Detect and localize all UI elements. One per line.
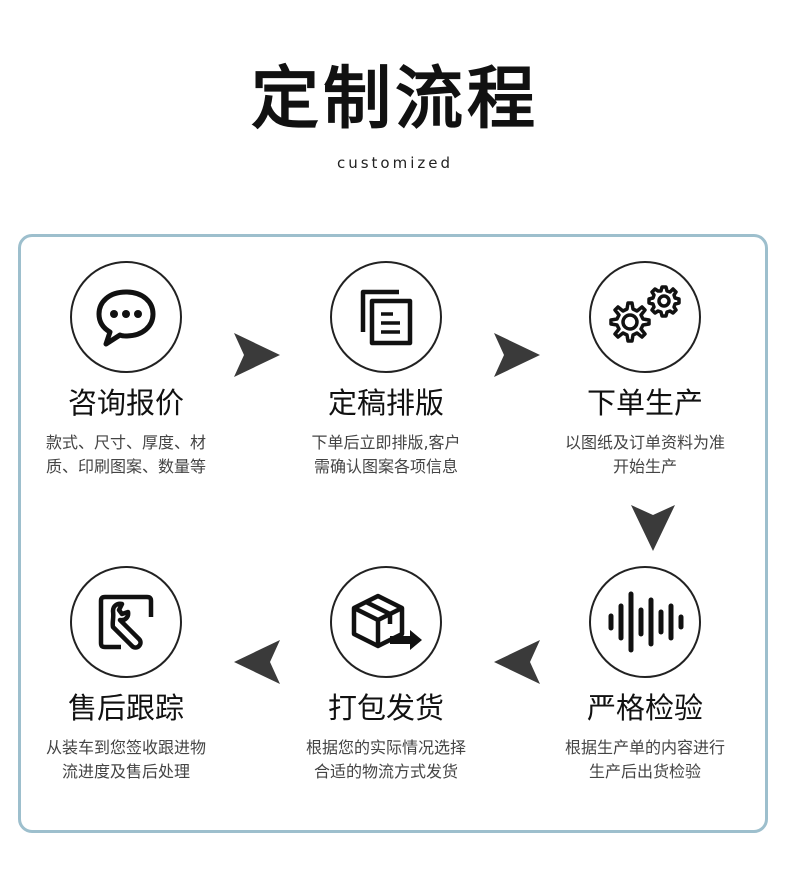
step-icon-circle	[70, 566, 182, 678]
step-title: 严格检验	[586, 691, 703, 725]
page-title: 定制流程	[250, 60, 539, 139]
step-description: 根据生产单的内容进行生产后出货检验	[565, 738, 726, 782]
step-after-sales: 售后跟踪 从装车到您签收跟进物流进度及售后处理	[11, 566, 241, 784]
step-description: 根据您的实际情况选择合适的物流方式发货	[306, 738, 467, 782]
step-description: 从装车到您签收跟进物流进度及售后处理	[46, 738, 207, 782]
step-description: 下单后立即排版,客户需确认图案各项信息	[311, 433, 461, 477]
step-finalize-layout: 定稿排版 下单后立即排版,客户需确认图案各项信息	[271, 261, 501, 479]
gears-icon	[609, 285, 681, 343]
step-icon-circle	[70, 261, 182, 373]
wrench-icon	[98, 594, 154, 650]
step-order-production: 下单生产 以图纸及订单资料为准开始生产	[530, 261, 760, 479]
step-title: 售后跟踪	[67, 691, 184, 725]
step-title: 下单生产	[586, 386, 703, 420]
step-pack-ship: 打包发货 根据您的实际情况选择合适的物流方式发货	[271, 566, 501, 784]
package-arrow-icon	[351, 593, 422, 650]
arrow-left-icon	[494, 640, 540, 684]
arrow-right-icon	[494, 333, 540, 377]
step-icon-circle	[589, 261, 701, 373]
step-title: 打包发货	[327, 691, 444, 725]
page-subtitle: customized	[336, 154, 454, 172]
step-strict-inspection: 严格检验 根据生产单的内容进行生产后出货检验	[530, 566, 760, 784]
arrow-right-icon	[234, 333, 280, 377]
process-panel	[18, 234, 768, 833]
step-icon-circle	[589, 566, 701, 678]
documents-icon	[360, 289, 413, 346]
step-icon-circle	[330, 566, 442, 678]
step-title: 定稿排版	[327, 386, 444, 420]
arrow-left-icon	[234, 640, 280, 684]
step-icon-circle	[330, 261, 442, 373]
arrow-down-icon	[631, 505, 675, 551]
step-description: 以图纸及订单资料为准开始生产	[565, 433, 726, 477]
step-consult-quote: 咨询报价 款式、尺寸、厚度、材质、印刷图案、数量等	[11, 261, 241, 479]
chat-bubble-icon	[96, 289, 156, 347]
sound-wave-icon	[608, 591, 684, 653]
step-title: 咨询报价	[67, 386, 184, 420]
step-description: 款式、尺寸、厚度、材质、印刷图案、数量等	[46, 433, 207, 477]
